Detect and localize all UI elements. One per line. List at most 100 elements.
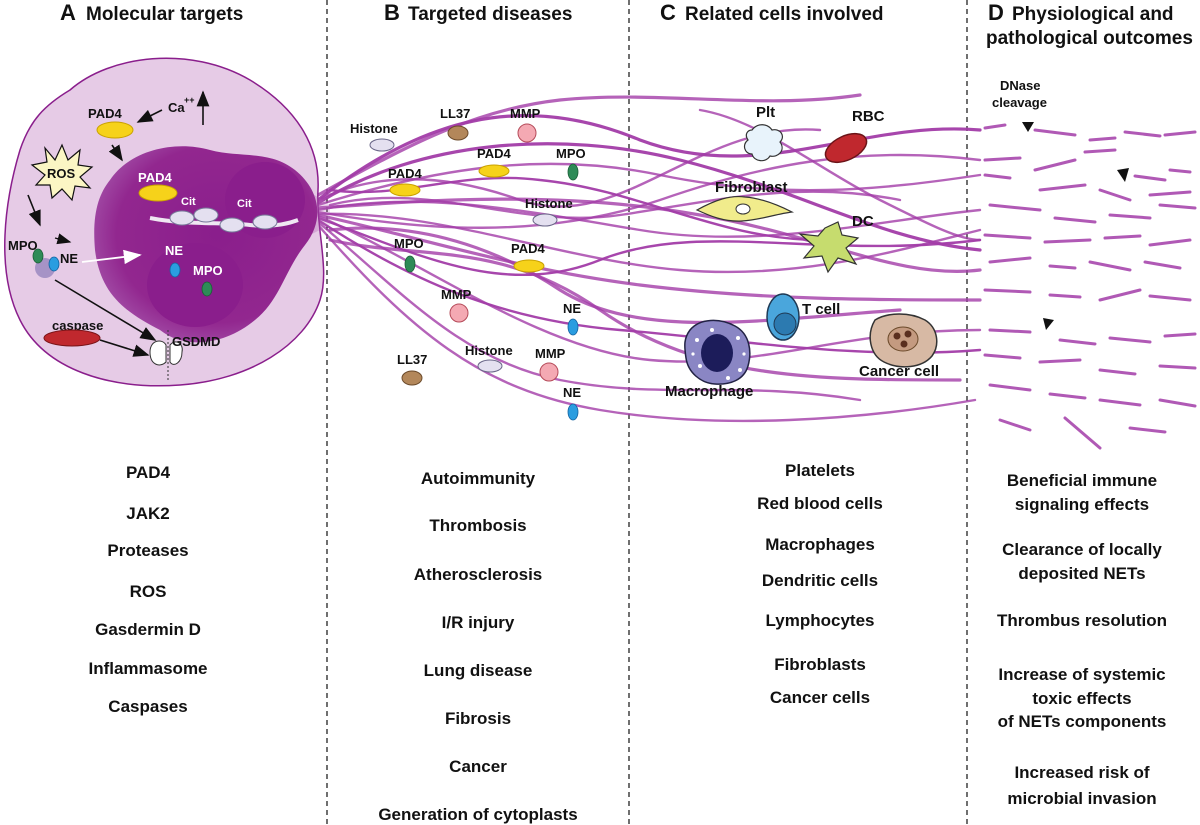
ne-label-1: NE [563, 301, 581, 316]
cancer-cell-nucleus [887, 326, 919, 352]
net-fiber [316, 197, 982, 274]
macrophage-nucleus [701, 334, 733, 372]
pad4-marker-2 [478, 164, 510, 178]
outcome-item: microbial invasion [1007, 789, 1156, 808]
net-fiber [316, 213, 982, 302]
mpo-nucleus-label: MPO [193, 263, 223, 278]
nucleus-lobe-upper [225, 162, 305, 238]
cleaved-net-fragment [988, 383, 1032, 392]
cleaved-net-fragment [988, 256, 1032, 264]
mmp-label-2: MMP [441, 287, 472, 302]
cleaved-net-fragment [1098, 398, 1142, 407]
gsdmd-pore-icon [149, 330, 183, 380]
platelet-label: Plt [756, 104, 775, 121]
histone-marker-3 [477, 359, 503, 373]
pad4-label-2: PAD4 [477, 146, 511, 161]
related-cell-item: Fibroblasts [774, 655, 866, 674]
macrophage-label: Macrophage [665, 383, 753, 400]
related-cell-item: Cancer cells [770, 688, 870, 707]
pad4-marker-3 [513, 259, 545, 273]
cleaved-net-fragment [1048, 264, 1077, 270]
ne-marker-1 [567, 318, 579, 336]
histone-label-1: Histone [350, 121, 398, 136]
panel-c-title: Related cells involved [685, 4, 884, 25]
mmp-label-1: MMP [510, 106, 541, 121]
cleaved-net-fragment [1108, 213, 1152, 220]
net-fiber [316, 223, 977, 423]
related-cell-item: Platelets [785, 461, 855, 480]
outcome-item: Thrombus resolution [997, 611, 1167, 630]
gsdmd-label: GSDMD [172, 334, 220, 349]
ros-burst-icon [30, 143, 94, 202]
cleaved-net-fragment [1148, 238, 1192, 247]
panel-d-header: D Physiological and pathological outcome… [986, 0, 1193, 49]
cleaved-net-fragment [988, 203, 1042, 212]
targeted-disease-item: Atherosclerosis [414, 565, 543, 584]
cleaved-net-fragment [1158, 203, 1197, 210]
pad4-nucleus-label: PAD4 [138, 170, 172, 185]
net-fiber [698, 108, 982, 242]
cleaved-net-fragment [1163, 130, 1197, 137]
cleaved-net-fragment [988, 328, 1032, 334]
cleaved-net-fragment [1143, 260, 1182, 270]
related-cell-item: Lymphocytes [766, 611, 875, 630]
mpo-cyto-label: MPO [8, 238, 38, 253]
neutrophil-cell: PAD4 Ca ++ ROS PAD4 Cit Cit MPO NE NE MP… [4, 57, 330, 387]
targeted-disease-item: Cancer [449, 757, 507, 776]
cleaved-net-fragment [1043, 238, 1092, 244]
cleaved-net-fragment [1088, 136, 1117, 142]
cleaved-net-fragment [998, 418, 1032, 432]
ne-cyto-marker [48, 256, 60, 272]
cleaved-net-fragment [1148, 294, 1192, 302]
dc-label: DC [852, 213, 874, 230]
fibroblast-label: Fibroblast [715, 179, 788, 196]
fibroblast-nucleus [735, 203, 751, 215]
caspase-arrow [99, 339, 150, 357]
panel-d-title-line2: pathological outcomes [986, 28, 1193, 49]
rbc-icon [824, 132, 868, 164]
pad4-label-1: PAD4 [388, 166, 422, 181]
dnase-label-line2: cleavage [992, 95, 1047, 110]
cleaved-net-fragment [1133, 174, 1167, 182]
mpo-small-arrow [54, 233, 72, 245]
tcell-nucleus [773, 312, 797, 336]
ne-marker-2 [567, 403, 579, 421]
cit-label-2: Cit [237, 198, 252, 210]
outcome-item: deposited NETs [1018, 564, 1145, 583]
ne-nucleus-label: NE [165, 243, 183, 258]
cleaved-net-fragment [1033, 158, 1077, 172]
calcium-superscript: ++ [184, 95, 195, 105]
cleaved-net-fragment [1083, 148, 1117, 154]
ll37-marker-1 [447, 125, 469, 141]
panel-b-title: Targeted diseases [408, 4, 572, 25]
ne-nucleus-marker [169, 262, 181, 278]
net-fiber [316, 93, 862, 197]
cleaved-net-fragment [1038, 358, 1082, 364]
panel-d-title-line1: Physiological and [1012, 4, 1174, 25]
molecular-target-item: Gasdermin D [95, 620, 201, 639]
pad4-nucleus-marker [138, 184, 178, 202]
targeted-disease-item: Generation of cytoplasts [378, 805, 577, 824]
mmp-marker-2 [449, 303, 469, 323]
histone-label-2: Histone [525, 196, 573, 211]
histone-marker-1 [369, 138, 395, 152]
panel-c-letter: C [660, 0, 676, 25]
net-fiber [316, 212, 982, 274]
cleaved-net-fragment [1128, 426, 1167, 434]
cleaved-net-fragment [983, 353, 1022, 360]
pad4-label: PAD4 [88, 106, 122, 121]
cleaved-net-fragment [1098, 368, 1137, 376]
dnase-cleavage-arrowhead-1 [1022, 122, 1034, 132]
cleaved-net-fragment [1038, 183, 1087, 192]
net-fiber [328, 190, 902, 219]
nucleus-lobe [147, 243, 243, 327]
tcell-label: T cell [802, 301, 840, 318]
cleaved-net-fragment [1103, 234, 1142, 240]
platelet-icon [743, 124, 784, 162]
cleaved-net-fragment [1163, 332, 1197, 338]
net-fiber [316, 214, 982, 363]
cleaved-net-fragment [1033, 128, 1077, 137]
histone-marker-2 [532, 213, 558, 227]
